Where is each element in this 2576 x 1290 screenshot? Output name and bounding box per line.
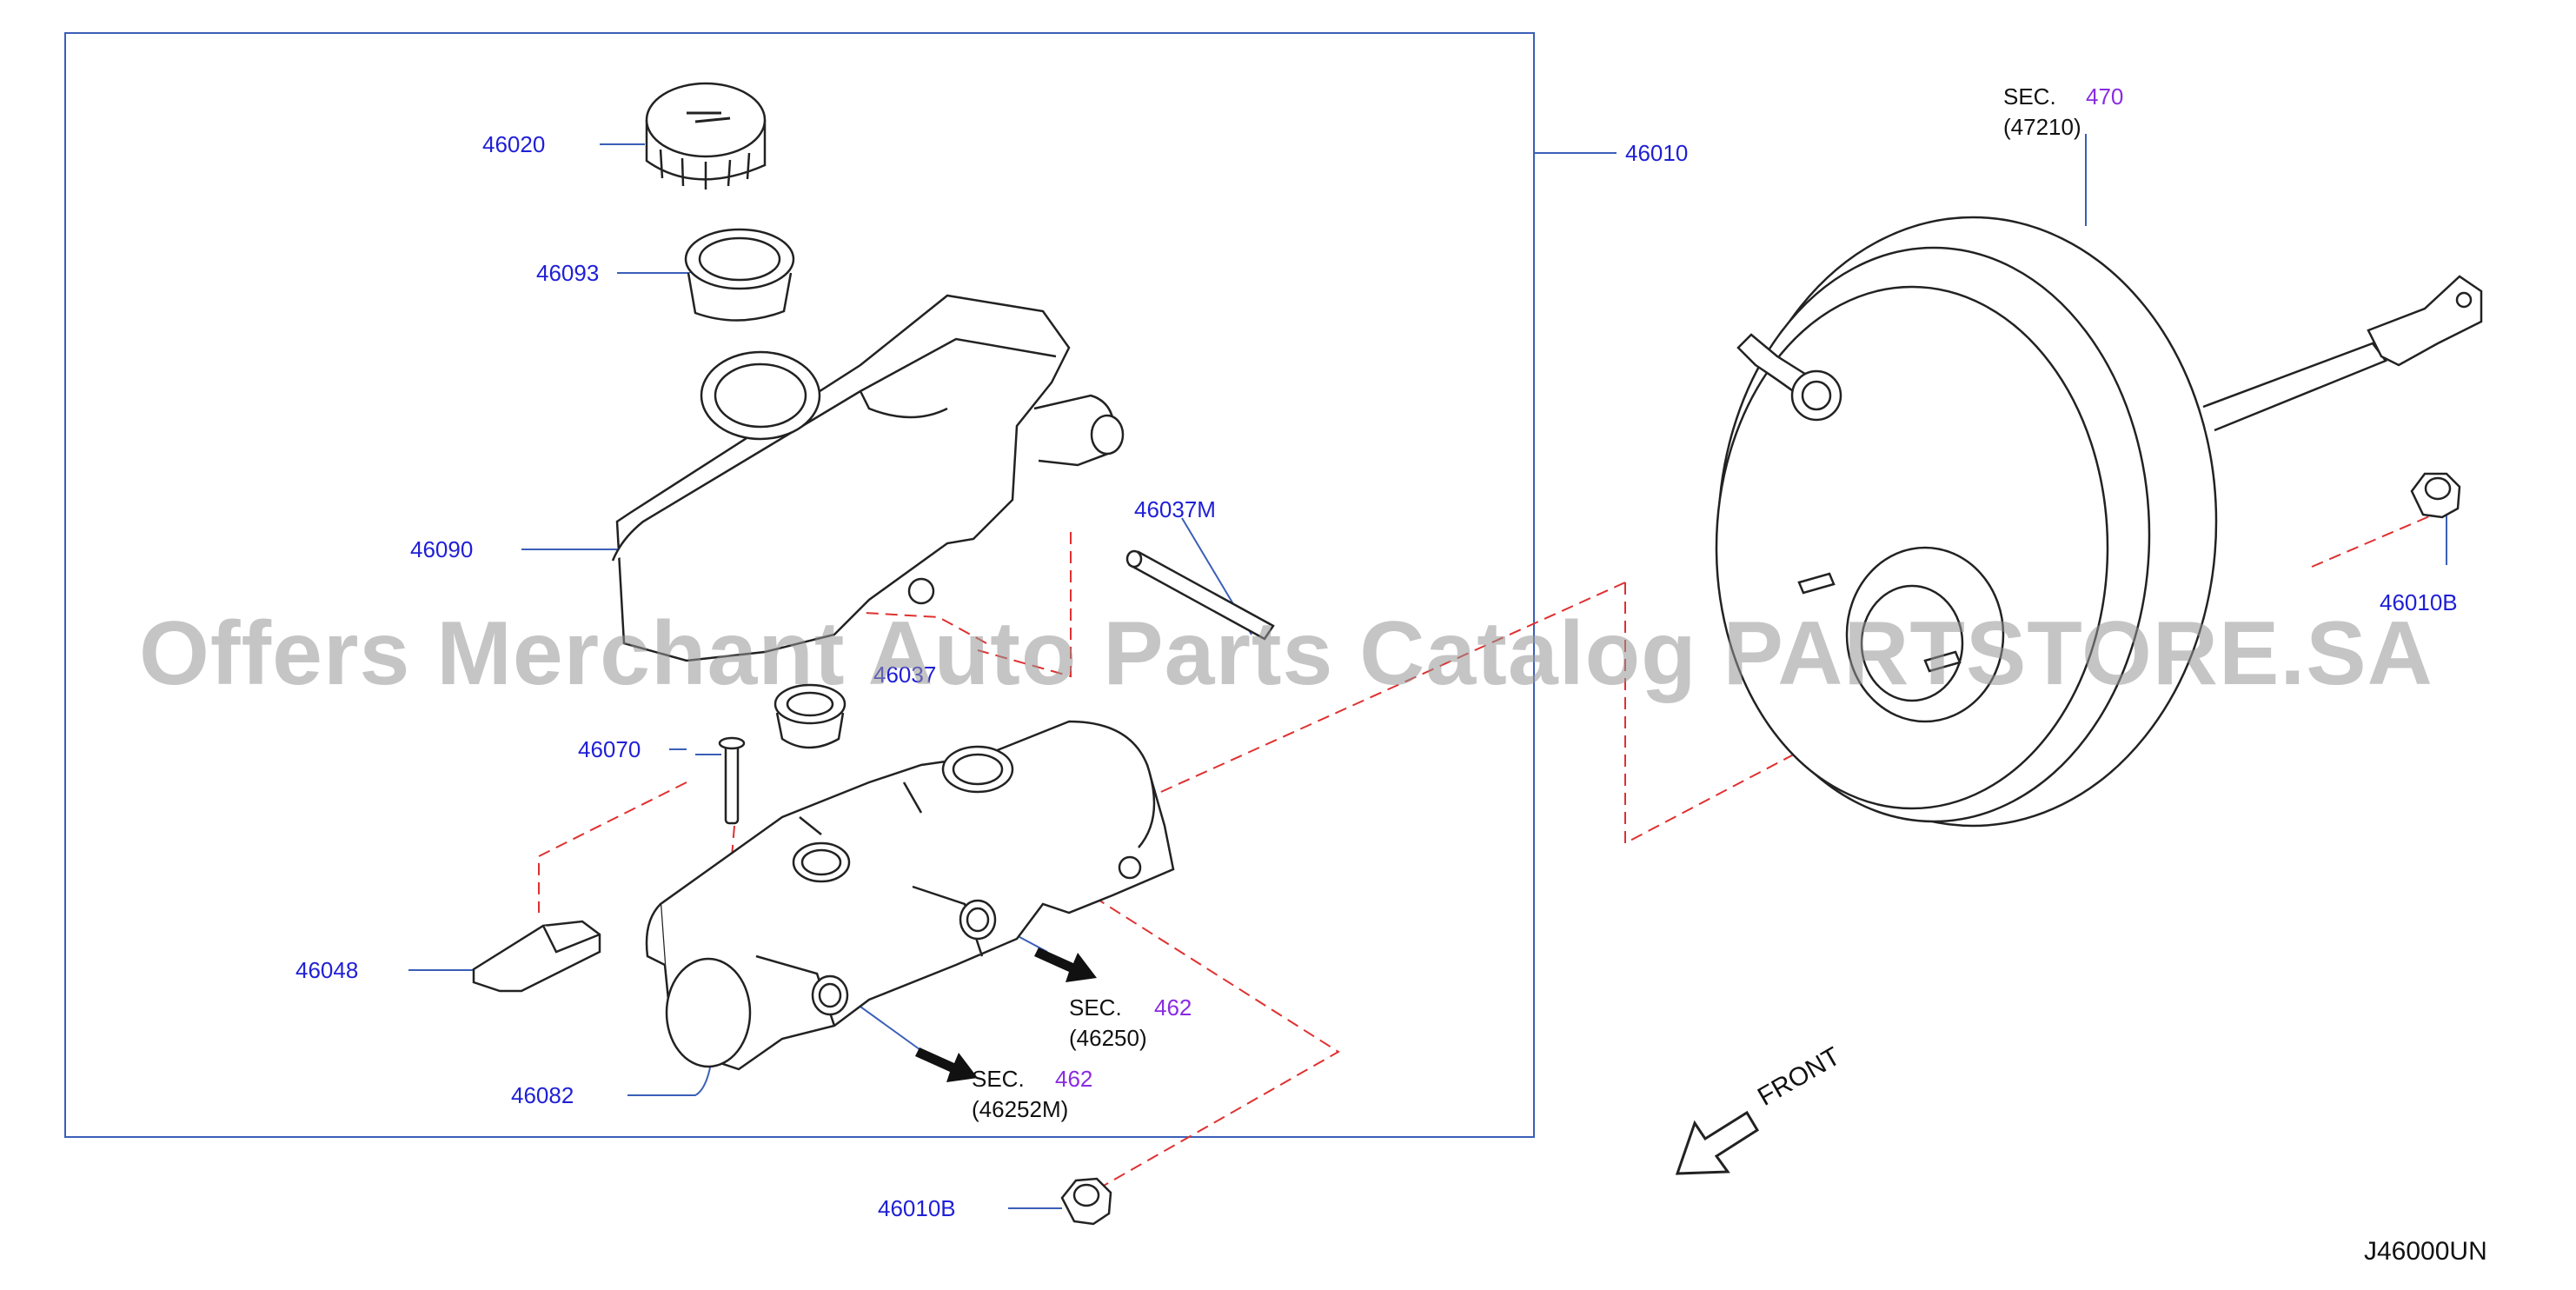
part-label-46037m[interactable]: 46037M bbox=[1134, 496, 1216, 522]
reservoir-cap bbox=[645, 82, 767, 190]
diagram-code: J46000UN bbox=[2364, 1237, 2487, 1266]
reservoir-tank bbox=[611, 294, 1125, 662]
part-label-46037[interactable]: 46037 bbox=[873, 662, 937, 688]
part-label-46093[interactable]: 46093 bbox=[536, 260, 600, 286]
nut-top bbox=[2410, 472, 2461, 519]
level-sensor bbox=[472, 920, 601, 993]
section-pipe-lower-ref: (46252M) bbox=[972, 1096, 1069, 1122]
reservoir-filter bbox=[684, 228, 795, 322]
section-pipe-lower-sec: SEC. bbox=[972, 1066, 1025, 1092]
section-pipe-upper-ref: (46250) bbox=[1069, 1025, 1147, 1051]
section-pipe-lower-number[interactable]: 462 bbox=[1055, 1066, 1093, 1092]
part-label-46048[interactable]: 46048 bbox=[295, 957, 359, 983]
nut-bottom bbox=[1060, 1177, 1112, 1226]
reservoir-grommet bbox=[773, 683, 846, 749]
part-label-46082[interactable]: 46082 bbox=[511, 1082, 574, 1108]
part-label-46020[interactable]: 46020 bbox=[482, 131, 546, 157]
master-cylinder bbox=[645, 720, 1175, 1071]
part-label-46010b-bottom[interactable]: 46010B bbox=[878, 1195, 956, 1221]
section-booster-sec: SEC. bbox=[2003, 83, 2056, 110]
stopper-bolt bbox=[718, 736, 746, 825]
part-label-46010b-top[interactable]: 46010B bbox=[2380, 589, 2458, 615]
watermark-text: Offers Merchant Auto Parts Catalog PARTS… bbox=[139, 603, 2433, 704]
part-label-46090[interactable]: 46090 bbox=[410, 536, 474, 562]
assembly-frame bbox=[64, 32, 1535, 1138]
section-booster-ref: (47210) bbox=[2003, 114, 2081, 140]
front-arrow-icon bbox=[1675, 1110, 1760, 1175]
section-pipe-upper-number[interactable]: 462 bbox=[1154, 994, 1192, 1021]
part-label-46010[interactable]: 46010 bbox=[1625, 140, 1689, 166]
flow-arrows bbox=[915, 948, 1097, 1082]
part-label-46070[interactable]: 46070 bbox=[578, 736, 641, 762]
brake-booster bbox=[1715, 216, 2483, 828]
section-pipe-upper-sec: SEC. bbox=[1069, 994, 1122, 1021]
pin bbox=[1125, 549, 1275, 641]
section-booster-number[interactable]: 470 bbox=[2086, 83, 2124, 110]
